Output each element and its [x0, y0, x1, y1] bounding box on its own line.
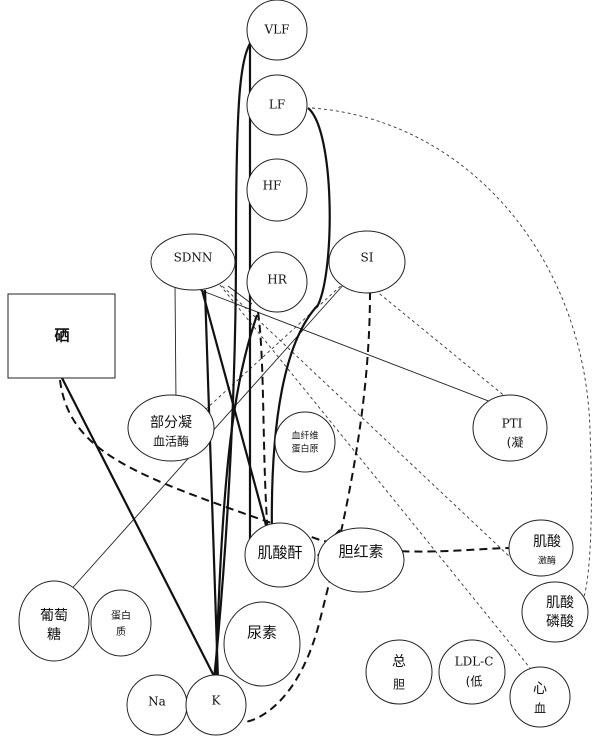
edge-sdnn-creatinine	[200, 289, 272, 541]
node-k-label: K	[212, 694, 222, 708]
node-protein	[90, 589, 152, 657]
edge-selenium-k	[61, 377, 217, 681]
node-sdnn-label: SDNN	[174, 251, 213, 265]
node-glucose-label-1: 葡萄	[40, 608, 68, 624]
node-ldl-label-2: (低	[466, 675, 483, 689]
node-partial-label-1: 部分凝	[150, 415, 192, 431]
edge-si-k	[244, 291, 371, 723]
node-bilirubin	[317, 527, 405, 593]
node-na-label: Na	[148, 695, 166, 709]
node-creatinine	[244, 522, 316, 588]
node-si-label: SI	[361, 251, 374, 265]
node-fibrinogen-label-1: 血纤维	[291, 430, 318, 442]
node-urea	[223, 601, 301, 687]
node-hf-label: HF	[263, 179, 282, 193]
edge-hr-k	[214, 314, 259, 681]
node-pti-label-2: (凝	[507, 435, 524, 450]
node-total-bile	[365, 639, 433, 705]
node-sdnn	[150, 233, 236, 291]
node-partial-thromboplastin	[127, 394, 215, 462]
node-ldl-label-1: LDL-C	[455, 655, 494, 669]
edge-vlf-k	[212, 34, 259, 681]
node-total-label-1: 总	[392, 654, 406, 670]
edge-sdnn-k	[203, 289, 220, 681]
edge-si-pti	[374, 289, 513, 403]
node-pti	[472, 394, 548, 462]
node-fibrinogen-label-2: 蛋白原	[291, 443, 318, 455]
edge-sdnn-creatine	[217, 281, 528, 574]
node-ldl-c	[438, 639, 506, 705]
node-creatine-phosphate	[521, 581, 589, 643]
node-k	[185, 674, 247, 736]
node-fibrinogen	[274, 411, 336, 473]
node-heart-label-1: 心	[533, 681, 547, 697]
node-cp-label-2: 磷酸	[546, 614, 574, 630]
node-hr	[246, 251, 308, 313]
node-glucose	[18, 580, 90, 662]
edge-sdnn-heart	[219, 284, 531, 669]
node-vlf-label: VLF	[264, 23, 290, 37]
node-selenium-label: 硒	[54, 327, 69, 345]
node-si	[328, 230, 406, 294]
node-selenium	[7, 293, 116, 379]
node-glucose-label-2: 糖	[47, 627, 61, 643]
node-hf	[246, 158, 308, 222]
edge-si-bilirubin	[314, 529, 341, 561]
node-heart-label-2: 血	[534, 702, 546, 716]
node-protein-label-2: 质	[116, 626, 126, 638]
edge-lf-cp	[311, 107, 592, 601]
node-creatine-label-1: 肌酸	[533, 534, 561, 550]
node-creatine-label-2: 激酶	[538, 555, 556, 567]
node-vlf	[246, 0, 308, 61]
node-cp-label-1: 肌酸	[546, 595, 574, 611]
node-creatine-kinase	[508, 519, 574, 577]
node-lf	[246, 74, 308, 136]
node-hr-label: HR	[267, 273, 287, 287]
node-creatinine-label: 肌酸酐	[257, 544, 302, 562]
edge-sdnn-pti	[199, 289, 513, 411]
node-protein-label-1: 蛋白	[111, 609, 131, 622]
node-bilirubin-label: 胆红素	[338, 543, 383, 561]
edge-sdnn-partial	[174, 284, 177, 403]
node-total-label-2: 胆	[393, 678, 405, 692]
node-pti-label-1: PTI	[502, 417, 523, 431]
node-heart	[509, 666, 571, 728]
edge-hr-creatinine	[257, 311, 269, 536]
edge-sdnn-hr	[227, 285, 253, 305]
node-urea-label: 尿素	[247, 624, 277, 642]
node-partial-label-2: 血活酶	[153, 434, 189, 449]
node-lf-label: LF	[269, 98, 285, 112]
